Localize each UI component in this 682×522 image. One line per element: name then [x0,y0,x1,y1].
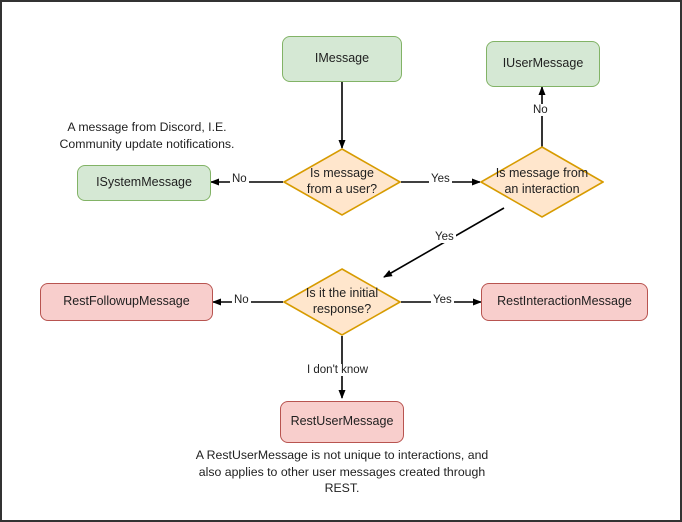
node-iusermessage-label: IUserMessage [502,56,584,71]
diamond-shape-interaction-question [480,146,604,218]
node-decision-is-message-from-a-user[interactable]: Is message from a user? [283,148,401,216]
edge-label-initial-unknown: I don't know [305,364,371,376]
node-decision-is-message-from-an-interaction[interactable]: Is message from an interaction [480,146,604,218]
note-rest-user-message-text: A RestUserMessage is not unique to inter… [195,448,489,496]
edge-label-interaction-yes: Yes [433,231,456,243]
note-system-message-text: A message from Discord, I.E. Community u… [59,120,235,151]
node-decision-is-it-the-initial-response-label: Is it the initial response? [305,286,379,316]
node-imessage-label: IMessage [314,51,370,66]
node-restfollowupmessage[interactable]: RestFollowupMessage [40,283,213,321]
edge-label-initial-unknown-text: I don't know [307,364,369,376]
note-system-message: A message from Discord, I.E. Community u… [52,119,242,152]
edge-label-user-yes-text: Yes [431,173,450,185]
edge-label-user-yes: Yes [429,173,452,185]
node-decision-is-message-from-a-user-label: Is message from a user? [306,166,378,196]
node-restusermessage[interactable]: RestUserMessage [280,401,404,443]
node-restusermessage-label: RestUserMessage [290,414,394,429]
edge-label-interaction-yes-text: Yes [435,231,454,243]
node-iusermessage[interactable]: IUserMessage [486,41,600,87]
edge-label-initial-yes: Yes [431,294,454,306]
edge-label-initial-yes-text: Yes [433,294,452,306]
node-isystemmessage-label: ISystemMessage [96,175,192,190]
edge-label-user-no: No [230,173,249,185]
node-decision-is-it-the-initial-response[interactable]: Is it the initial response? [283,268,401,336]
edge-label-user-no-text: No [232,173,247,185]
node-restfollowupmessage-label: RestFollowupMessage [63,294,190,309]
node-isystemmessage[interactable]: ISystemMessage [77,165,211,201]
edge-label-initial-no: No [232,294,251,306]
edge-label-initial-no-text: No [234,294,249,306]
note-rest-user-message: A RestUserMessage is not unique to inter… [192,447,492,497]
node-restinteractionmessage-label: RestInteractionMessage [497,294,632,309]
edge-label-interaction-no-text: No [533,104,548,116]
edge-label-interaction-no: No [531,104,550,116]
node-restinteractionmessage[interactable]: RestInteractionMessage [481,283,648,321]
diamond-shape-initial-response-question [283,268,401,336]
node-decision-is-message-from-an-interaction-label: Is message from an interaction [495,166,589,196]
node-imessage[interactable]: IMessage [282,36,402,82]
diamond-shape-user-question [283,148,401,216]
